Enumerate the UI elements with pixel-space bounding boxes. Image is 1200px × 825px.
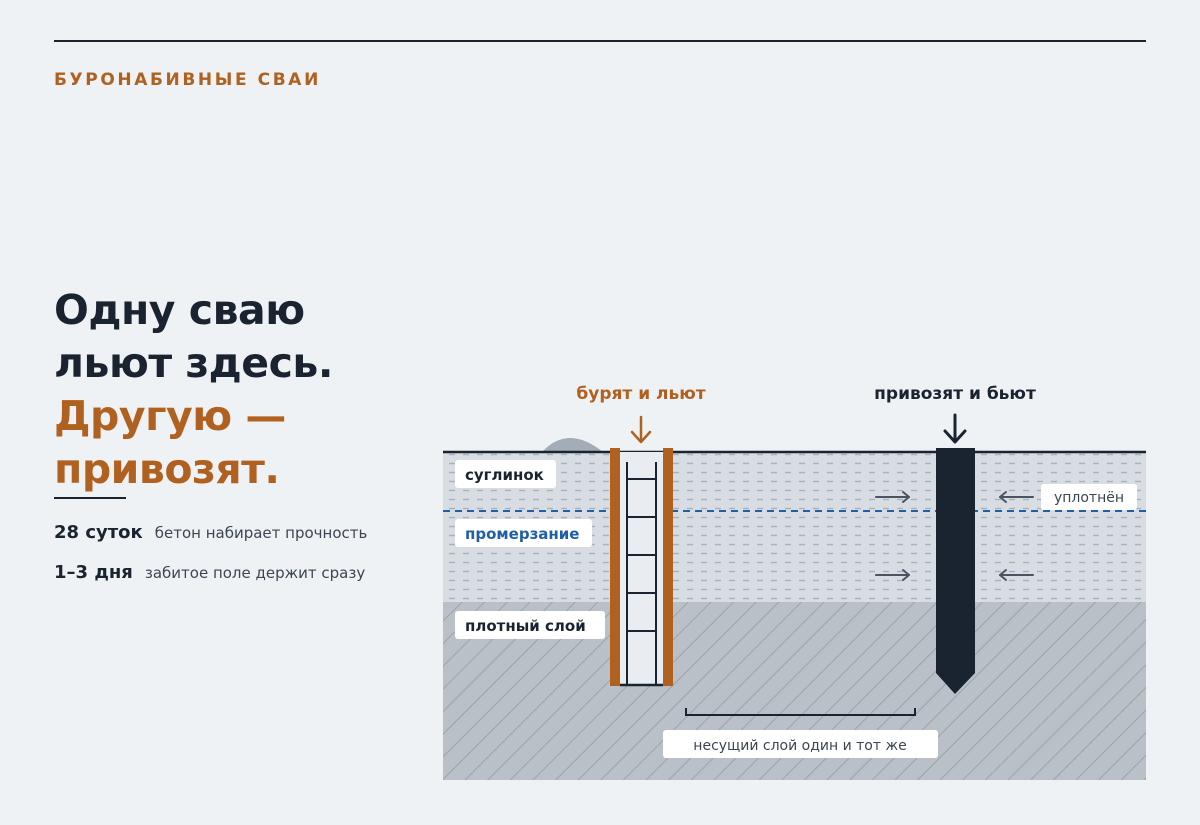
- headline-line-4: привозят.: [54, 445, 280, 493]
- loam-label-box: [455, 460, 556, 488]
- section-kicker: БУРОНАБИВНЫЕ СВАИ: [54, 70, 321, 90]
- fact-text: забитое поле держит сразу: [144, 564, 366, 582]
- fact-item: 1–3 дня забитое поле держит сразу: [54, 562, 424, 602]
- casing-right-wall: [663, 448, 673, 686]
- down-arrow-icon: [630, 415, 652, 444]
- right-pile-label: привозят и бьют: [874, 384, 1036, 404]
- loam-label: суглинок: [465, 466, 544, 484]
- fact-item: 28 суток бетон набирает прочность: [54, 522, 424, 562]
- bearing-bracket: [685, 708, 916, 716]
- headline: Одну сваю льют здесь. Другую — привозят.: [54, 284, 414, 496]
- left-pile-label: бурят и льют: [576, 384, 705, 404]
- driven-pile: [936, 448, 975, 694]
- facts-list: 28 суток бетон набирает прочность 1–3 дн…: [54, 522, 424, 602]
- arrow-left-icon: [999, 491, 1034, 503]
- dense-label-box: [455, 611, 605, 639]
- casing-left-wall: [610, 448, 620, 686]
- headline-divider: [54, 497, 126, 499]
- frost-label: промерзание: [465, 525, 579, 543]
- arrow-left-icon: [999, 569, 1034, 581]
- arrow-right-icon: [875, 569, 910, 581]
- compaction-label-box: [1041, 484, 1137, 510]
- dense-label: плотный слой: [465, 617, 586, 635]
- rebar-ties: [627, 478, 656, 632]
- spoil-heap: [542, 438, 603, 452]
- fact-text: бетон набирает прочность: [154, 524, 368, 542]
- headline-line-2: льют здесь.: [54, 339, 333, 387]
- down-arrow-icon: [943, 413, 967, 444]
- compaction-label: уплотнён: [1054, 490, 1124, 506]
- bearing-note-box: [663, 730, 938, 758]
- headline-line-3: Другую —: [54, 392, 286, 440]
- fact-value: 28 суток: [54, 522, 143, 543]
- top-rule: [54, 40, 1146, 42]
- frost-label-box: [455, 519, 592, 547]
- fact-value: 1–3 дня: [54, 562, 133, 583]
- arrow-right-icon: [875, 491, 910, 503]
- bearing-note: несущий слой один и тот же: [693, 738, 906, 754]
- headline-line-1: Одну сваю: [54, 286, 305, 334]
